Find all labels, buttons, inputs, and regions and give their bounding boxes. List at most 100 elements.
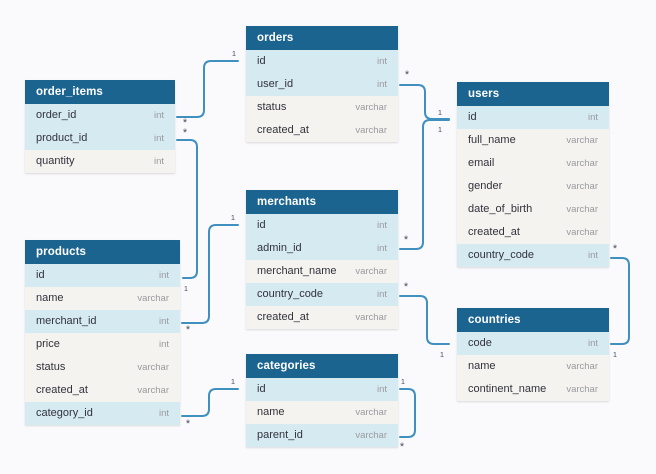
cardinality-label-one: 1 [232, 49, 236, 58]
field-type: int [158, 339, 169, 350]
cardinality-label-one: 1 [231, 377, 235, 386]
field-name: name [257, 406, 285, 418]
field-row[interactable]: created_at varchar [246, 306, 398, 329]
table-title: order_items [25, 80, 175, 104]
field-type: int [158, 316, 169, 327]
field-name: admin_id [257, 242, 302, 254]
field-row[interactable]: product_id int [25, 127, 175, 150]
cardinality-label-many: * [183, 127, 188, 139]
field-name: price [36, 338, 60, 350]
field-type: varchar [566, 135, 598, 146]
field-type: int [153, 110, 164, 121]
field-row[interactable]: merchant_id int [25, 310, 180, 333]
field-name: merchant_id [36, 315, 97, 327]
cardinality-label-many: * [404, 281, 409, 293]
table-title: users [457, 82, 609, 106]
field-type: varchar [137, 385, 169, 396]
relationship-line [181, 224, 239, 324]
cardinality-label-one: 1 [401, 377, 405, 386]
field-row[interactable]: country_code int [246, 283, 398, 306]
field-name: status [36, 361, 66, 373]
field-type: int [158, 408, 169, 419]
field-name: full_name [468, 134, 516, 146]
table-title: orders [246, 26, 398, 50]
relationship-line [181, 388, 239, 417]
field-name: id [257, 55, 266, 67]
field-name: merchant_name [257, 265, 337, 277]
field-name: gender [468, 180, 503, 192]
table-title: countries [457, 308, 609, 332]
field-name: created_at [257, 311, 309, 323]
field-type: int [376, 243, 387, 254]
field-type: varchar [355, 407, 387, 418]
field-row[interactable]: price int [25, 333, 180, 356]
field-name: created_at [468, 226, 520, 238]
cardinality-label-one: 1 [438, 125, 442, 134]
cardinality-label-many: * [186, 324, 191, 336]
field-type: varchar [566, 227, 598, 238]
relationship-line [610, 257, 630, 345]
cardinality-label-one: 1 [184, 284, 188, 293]
field-type: int [153, 133, 164, 144]
field-row[interactable]: created_at varchar [25, 379, 180, 402]
field-name: user_id [257, 78, 294, 90]
field-name: id [257, 219, 266, 231]
field-type: varchar [566, 158, 598, 169]
field-row[interactable]: id int [246, 214, 398, 237]
cardinality-label-many: * [613, 243, 618, 255]
field-name: created_at [36, 384, 88, 396]
field-name: country_code [468, 249, 535, 261]
field-name: country_code [257, 288, 324, 300]
field-row[interactable]: created_at varchar [457, 221, 609, 244]
field-type: varchar [355, 312, 387, 323]
relationship-line [399, 119, 450, 250]
field-name: product_id [36, 132, 88, 144]
field-name: id [257, 383, 266, 395]
field-name: continent_name [468, 383, 547, 395]
field-row[interactable]: admin_id int [246, 237, 398, 260]
field-row[interactable]: full_name varchar [457, 129, 609, 152]
relationship-line [399, 388, 416, 438]
relationship-line [399, 84, 450, 120]
cardinality-label-one: 1 [438, 108, 442, 117]
field-type: varchar [137, 362, 169, 373]
field-type: int [587, 338, 598, 349]
field-type: int [376, 220, 387, 231]
field-type: int [376, 289, 387, 300]
cardinality-label-one: 1 [440, 350, 444, 359]
field-type: varchar [355, 102, 387, 113]
field-name: date_of_birth [468, 203, 533, 215]
field-row[interactable]: name varchar [246, 401, 398, 424]
field-name: id [36, 269, 45, 281]
field-name: name [36, 292, 64, 304]
field-row[interactable]: status varchar [25, 356, 180, 379]
